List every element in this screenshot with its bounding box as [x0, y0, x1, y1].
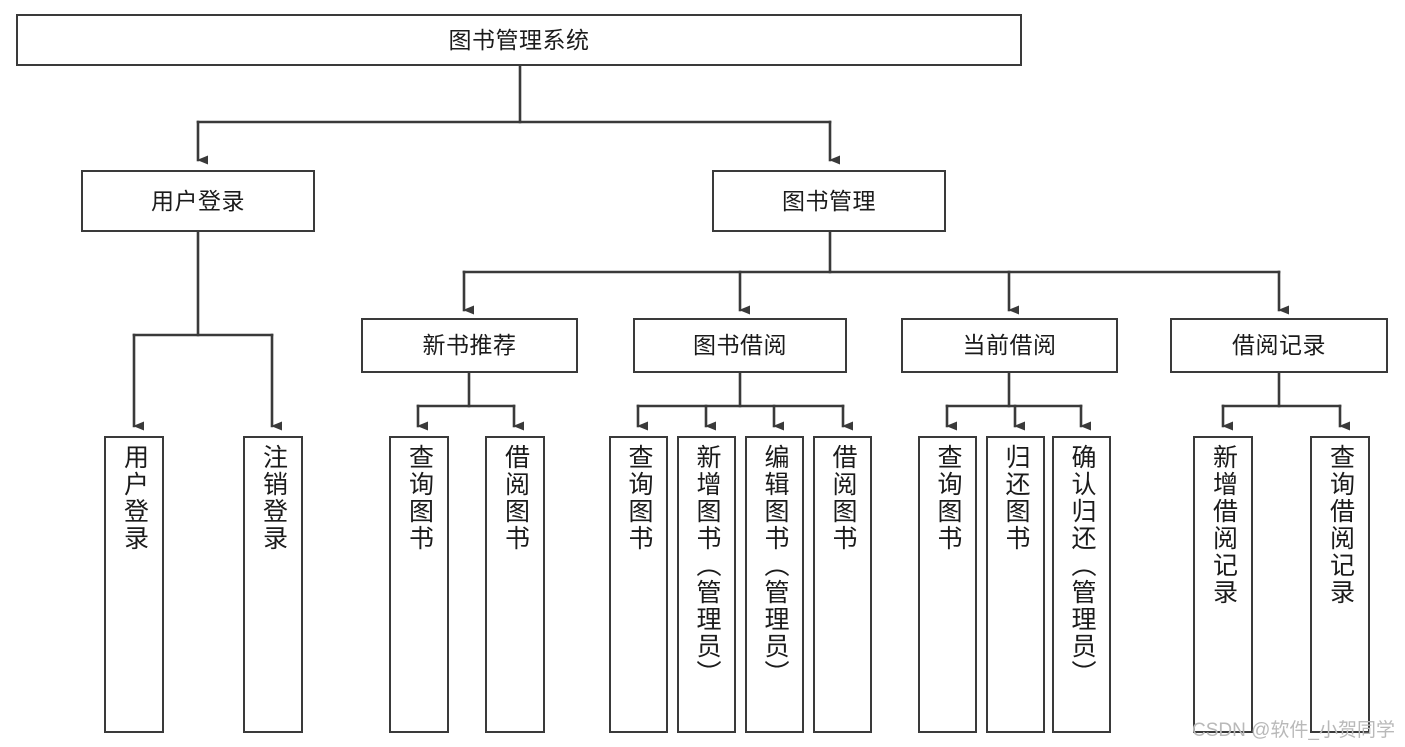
- node-leaf-query-borrow-record[interactable]: 查询借阅记录: [1310, 436, 1370, 733]
- node-user-login[interactable]: 用户登录: [81, 170, 315, 232]
- node-leaf-confirm-return-admin[interactable]: 确认归还（管理员）: [1052, 436, 1111, 733]
- node-label: 用户登录: [120, 444, 149, 552]
- node-leaf-query-book-2[interactable]: 查询图书: [609, 436, 668, 733]
- node-book-management[interactable]: 图书管理: [712, 170, 946, 232]
- node-label: 查询图书: [405, 444, 434, 552]
- node-label: 查询图书: [934, 444, 962, 552]
- node-root-book-management-system[interactable]: 图书管理系统: [16, 14, 1022, 66]
- node-leaf-add-book-admin[interactable]: 新增图书（管理员）: [677, 436, 736, 733]
- node-leaf-borrow-book-1[interactable]: 借阅图书: [485, 436, 545, 733]
- node-label: 图书管理系统: [448, 26, 590, 53]
- node-label: 图书借阅: [693, 332, 787, 359]
- node-label: 归还图书: [1002, 444, 1030, 552]
- node-label: 查询图书: [625, 444, 653, 552]
- node-label: 新增图书（管理员）: [693, 444, 721, 687]
- node-label: 用户登录: [151, 187, 245, 214]
- node-label: 查询借阅记录: [1326, 444, 1355, 606]
- node-label: 借阅记录: [1232, 332, 1326, 359]
- node-label: 借阅图书: [829, 444, 857, 552]
- node-label: 注销登录: [259, 444, 288, 552]
- node-leaf-user-login[interactable]: 用户登录: [104, 436, 164, 733]
- node-leaf-edit-book-admin[interactable]: 编辑图书（管理员）: [745, 436, 804, 733]
- node-label: 借阅图书: [501, 444, 530, 552]
- node-label: 新增借阅记录: [1209, 444, 1238, 606]
- node-leaf-query-book-1[interactable]: 查询图书: [389, 436, 449, 733]
- node-leaf-add-borrow-record[interactable]: 新增借阅记录: [1193, 436, 1253, 733]
- node-leaf-borrow-book-2[interactable]: 借阅图书: [813, 436, 872, 733]
- node-label: 编辑图书（管理员）: [761, 444, 789, 687]
- node-leaf-return-book[interactable]: 归还图书: [986, 436, 1045, 733]
- node-book-borrowing[interactable]: 图书借阅: [633, 318, 847, 373]
- node-borrowing-record[interactable]: 借阅记录: [1170, 318, 1388, 373]
- node-label: 图书管理: [782, 187, 876, 214]
- node-label: 新书推荐: [422, 332, 517, 359]
- node-label: 确认归还（管理员）: [1068, 444, 1096, 687]
- node-leaf-query-book-3[interactable]: 查询图书: [918, 436, 977, 733]
- node-leaf-user-logout[interactable]: 注销登录: [243, 436, 303, 733]
- node-new-book-recommendation[interactable]: 新书推荐: [361, 318, 578, 373]
- node-current-borrowing[interactable]: 当前借阅: [901, 318, 1118, 373]
- node-label: 当前借阅: [962, 332, 1057, 359]
